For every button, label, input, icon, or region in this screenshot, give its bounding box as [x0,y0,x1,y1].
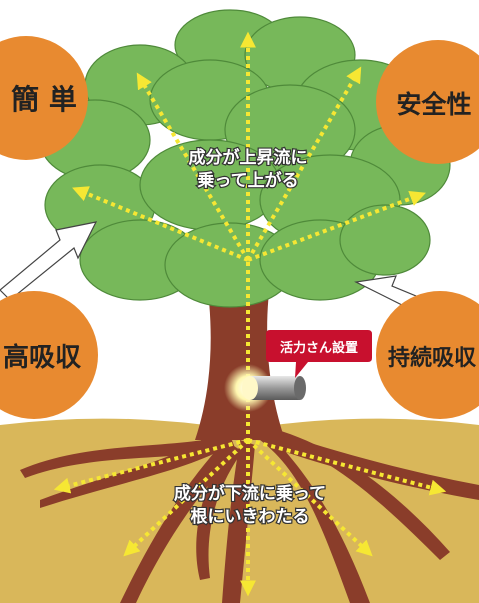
upflow-label-line2: 乗って上がる [196,170,298,191]
svg-text:安全性: 安全性 [396,90,471,119]
downflow-label-line2: 根にいきわたる [191,506,310,527]
benefit-safety: 安全性 [376,40,479,164]
device-badge-text: 活力さん設置 [280,340,358,356]
downflow-label-line1: 成分が下流に乗って [174,483,326,504]
svg-text:簡 単: 簡 単 [11,83,77,116]
downflow-arrows [53,438,447,597]
svg-text:高吸収: 高吸収 [3,342,82,373]
benefit-simple: 簡 単 [0,36,88,160]
device-badge [266,330,372,378]
device-icon [242,376,306,400]
benefit-absorption: 高吸収 [0,291,98,419]
upflow-arrows [72,31,426,262]
upflow-label-line1: 成分が上昇流に [189,147,308,168]
benefit-sustained: 持続吸収 [376,291,479,419]
svg-text:持続吸収: 持続吸収 [388,345,477,371]
